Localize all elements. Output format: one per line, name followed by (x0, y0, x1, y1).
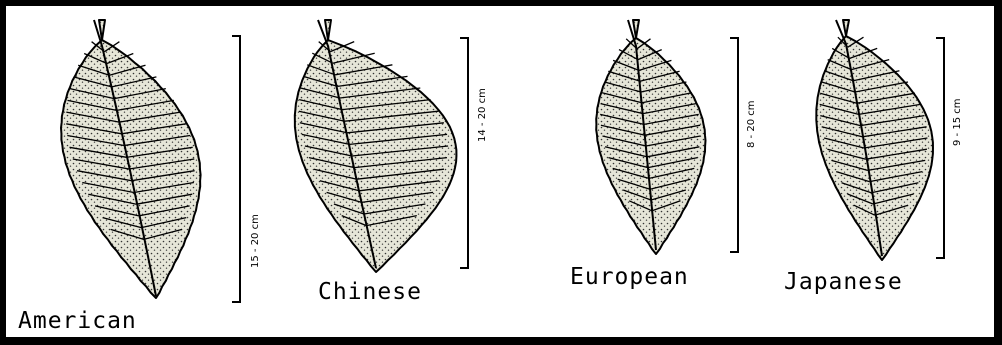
label-japanese: Japanese (784, 269, 903, 295)
scale-label-european: 8 - 20 cm (746, 101, 757, 148)
elm-leaf-comparison-diagram: 15 - 20 cm 14 - 20 cm 8 - 20 cm 9 - 15 c… (6, 6, 994, 337)
leaf-european-blade (596, 20, 705, 254)
leaf-japanese (816, 20, 933, 260)
scale-label-american: 15 - 20 cm (250, 214, 261, 268)
label-american: American (18, 308, 137, 334)
leaf-american (61, 20, 201, 298)
scale-label-japanese: 9 - 15 cm (952, 99, 963, 146)
leaf-american-blade (61, 20, 201, 298)
figure-frame: 15 - 20 cm 14 - 20 cm 8 - 20 cm 9 - 15 c… (6, 6, 994, 337)
scale-label-chinese: 14 - 20 cm (477, 88, 488, 142)
scale-bar-european (730, 38, 738, 252)
leaf-chinese (295, 20, 457, 272)
leaf-chinese-blade (295, 20, 457, 272)
label-european: European (570, 264, 689, 290)
scale-bar-japanese (936, 38, 944, 258)
label-chinese: Chinese (318, 279, 422, 305)
scale-bar-chinese (460, 38, 468, 268)
scale-bar-american (232, 36, 240, 302)
leaf-european (596, 20, 705, 254)
